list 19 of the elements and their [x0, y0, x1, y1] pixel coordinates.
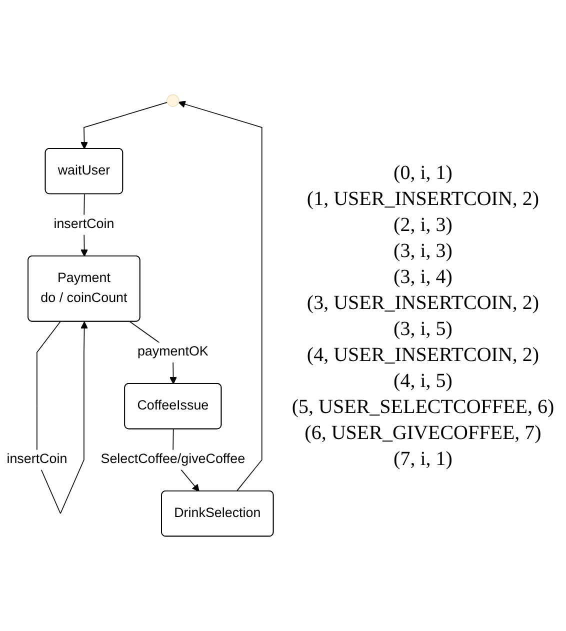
transition-tuple: (4, USER_INSERTCOIN, 2) [306, 342, 540, 368]
node-circle [166, 94, 180, 107]
edge-label: insertCoin [6, 452, 68, 467]
transition-tuple: (3, i, 4) [394, 264, 452, 290]
transition-tuple: (6, USER_GIVECOFFEE, 7) [304, 420, 542, 446]
edge-label: paymentOK [137, 344, 208, 360]
transition-tuple: (1, USER_INSERTCOIN, 2) [306, 186, 540, 212]
edge-label: SelectCoffee/giveCoffee [100, 452, 246, 467]
transition-tuple: (0, i, 1) [394, 160, 452, 186]
edge-label: insertCoin [54, 217, 114, 232]
transition-tuple: (7, i, 1) [394, 446, 452, 472]
arrow [80, 102, 168, 150]
transition-tuple: (3, USER_INSERTCOIN, 2) [306, 290, 540, 316]
transition-tuple: (4, i, 5) [394, 368, 452, 394]
transition-tuple: (5, USER_SELECTCOFFEE, 6) [292, 394, 554, 420]
arrow [178, 100, 262, 492]
transition-tuple: (3, i, 5) [394, 316, 452, 342]
transition-tuple: (2, i, 3) [394, 212, 452, 238]
transition-tuple: (3, i, 3) [394, 238, 452, 264]
